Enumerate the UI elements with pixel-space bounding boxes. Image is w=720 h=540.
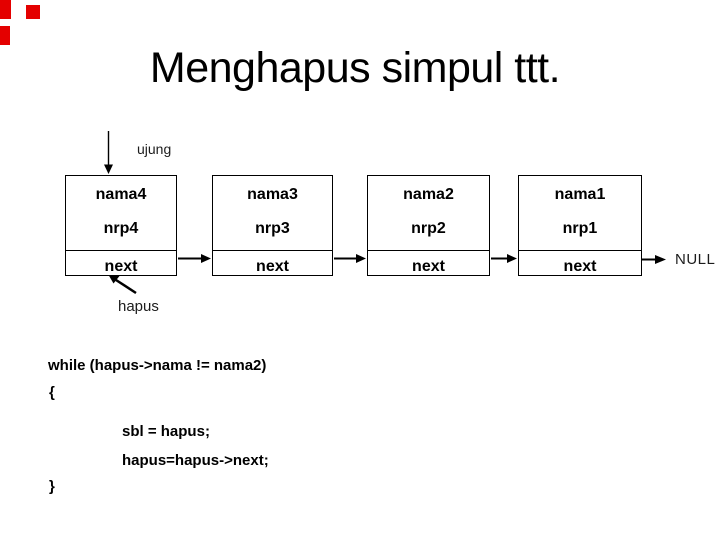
- null-label: NULL: [675, 251, 716, 268]
- node-nama4: nama4 nrp4 next: [65, 175, 177, 276]
- corner-decoration-red-3: [0, 26, 10, 45]
- node-field-nama: nama1: [554, 186, 606, 203]
- corner-decoration-red-2: [26, 5, 40, 19]
- code-line-close-brace: }: [49, 478, 55, 495]
- code-line-while: while (hapus->nama != nama2): [48, 357, 267, 374]
- node-field-nrp: nrp4: [103, 220, 139, 237]
- link-arrow-1-icon: [178, 254, 211, 263]
- code-line-advance: hapus=hapus->next;: [122, 452, 269, 469]
- node-field-next: next: [256, 258, 289, 275]
- node-cell-data: nama4 nrp4: [66, 185, 176, 251]
- node-field-next: next: [563, 258, 597, 275]
- node-field-nrp: nrp1: [562, 220, 598, 237]
- ujung-arrow-icon: [104, 131, 113, 174]
- ujung-pointer-label: ujung: [137, 141, 172, 157]
- node-field-nama: nama4: [95, 186, 147, 203]
- link-arrow-3-icon: [491, 254, 517, 263]
- node-field-nrp: nrp2: [411, 220, 446, 237]
- node-nama2: nama2 nrp2 next: [367, 175, 490, 276]
- code-line-sbl: sbl = hapus;: [122, 423, 210, 440]
- hapus-pointer-label: hapus: [118, 298, 159, 315]
- slide-title: Menghapus simpul ttt.: [149, 44, 561, 92]
- node-nama3: nama3 nrp3 next: [212, 175, 333, 276]
- node-cell-data: nama2 nrp2: [368, 185, 489, 251]
- corner-decoration-red-1: [0, 0, 11, 19]
- node-cell-data: nama3 nrp3: [213, 185, 332, 251]
- node-field-next: next: [104, 258, 138, 275]
- node-field-nrp: nrp3: [255, 220, 290, 237]
- node-field-next: next: [412, 258, 445, 275]
- code-line-open-brace: {: [49, 384, 55, 401]
- node-cell-data: nama1 nrp1: [519, 185, 641, 251]
- node-field-nama: nama2: [403, 186, 454, 203]
- node-nama1: nama1 nrp1 next: [518, 175, 642, 276]
- node-field-nama: nama3: [247, 186, 298, 203]
- link-arrow-2-icon: [334, 254, 366, 263]
